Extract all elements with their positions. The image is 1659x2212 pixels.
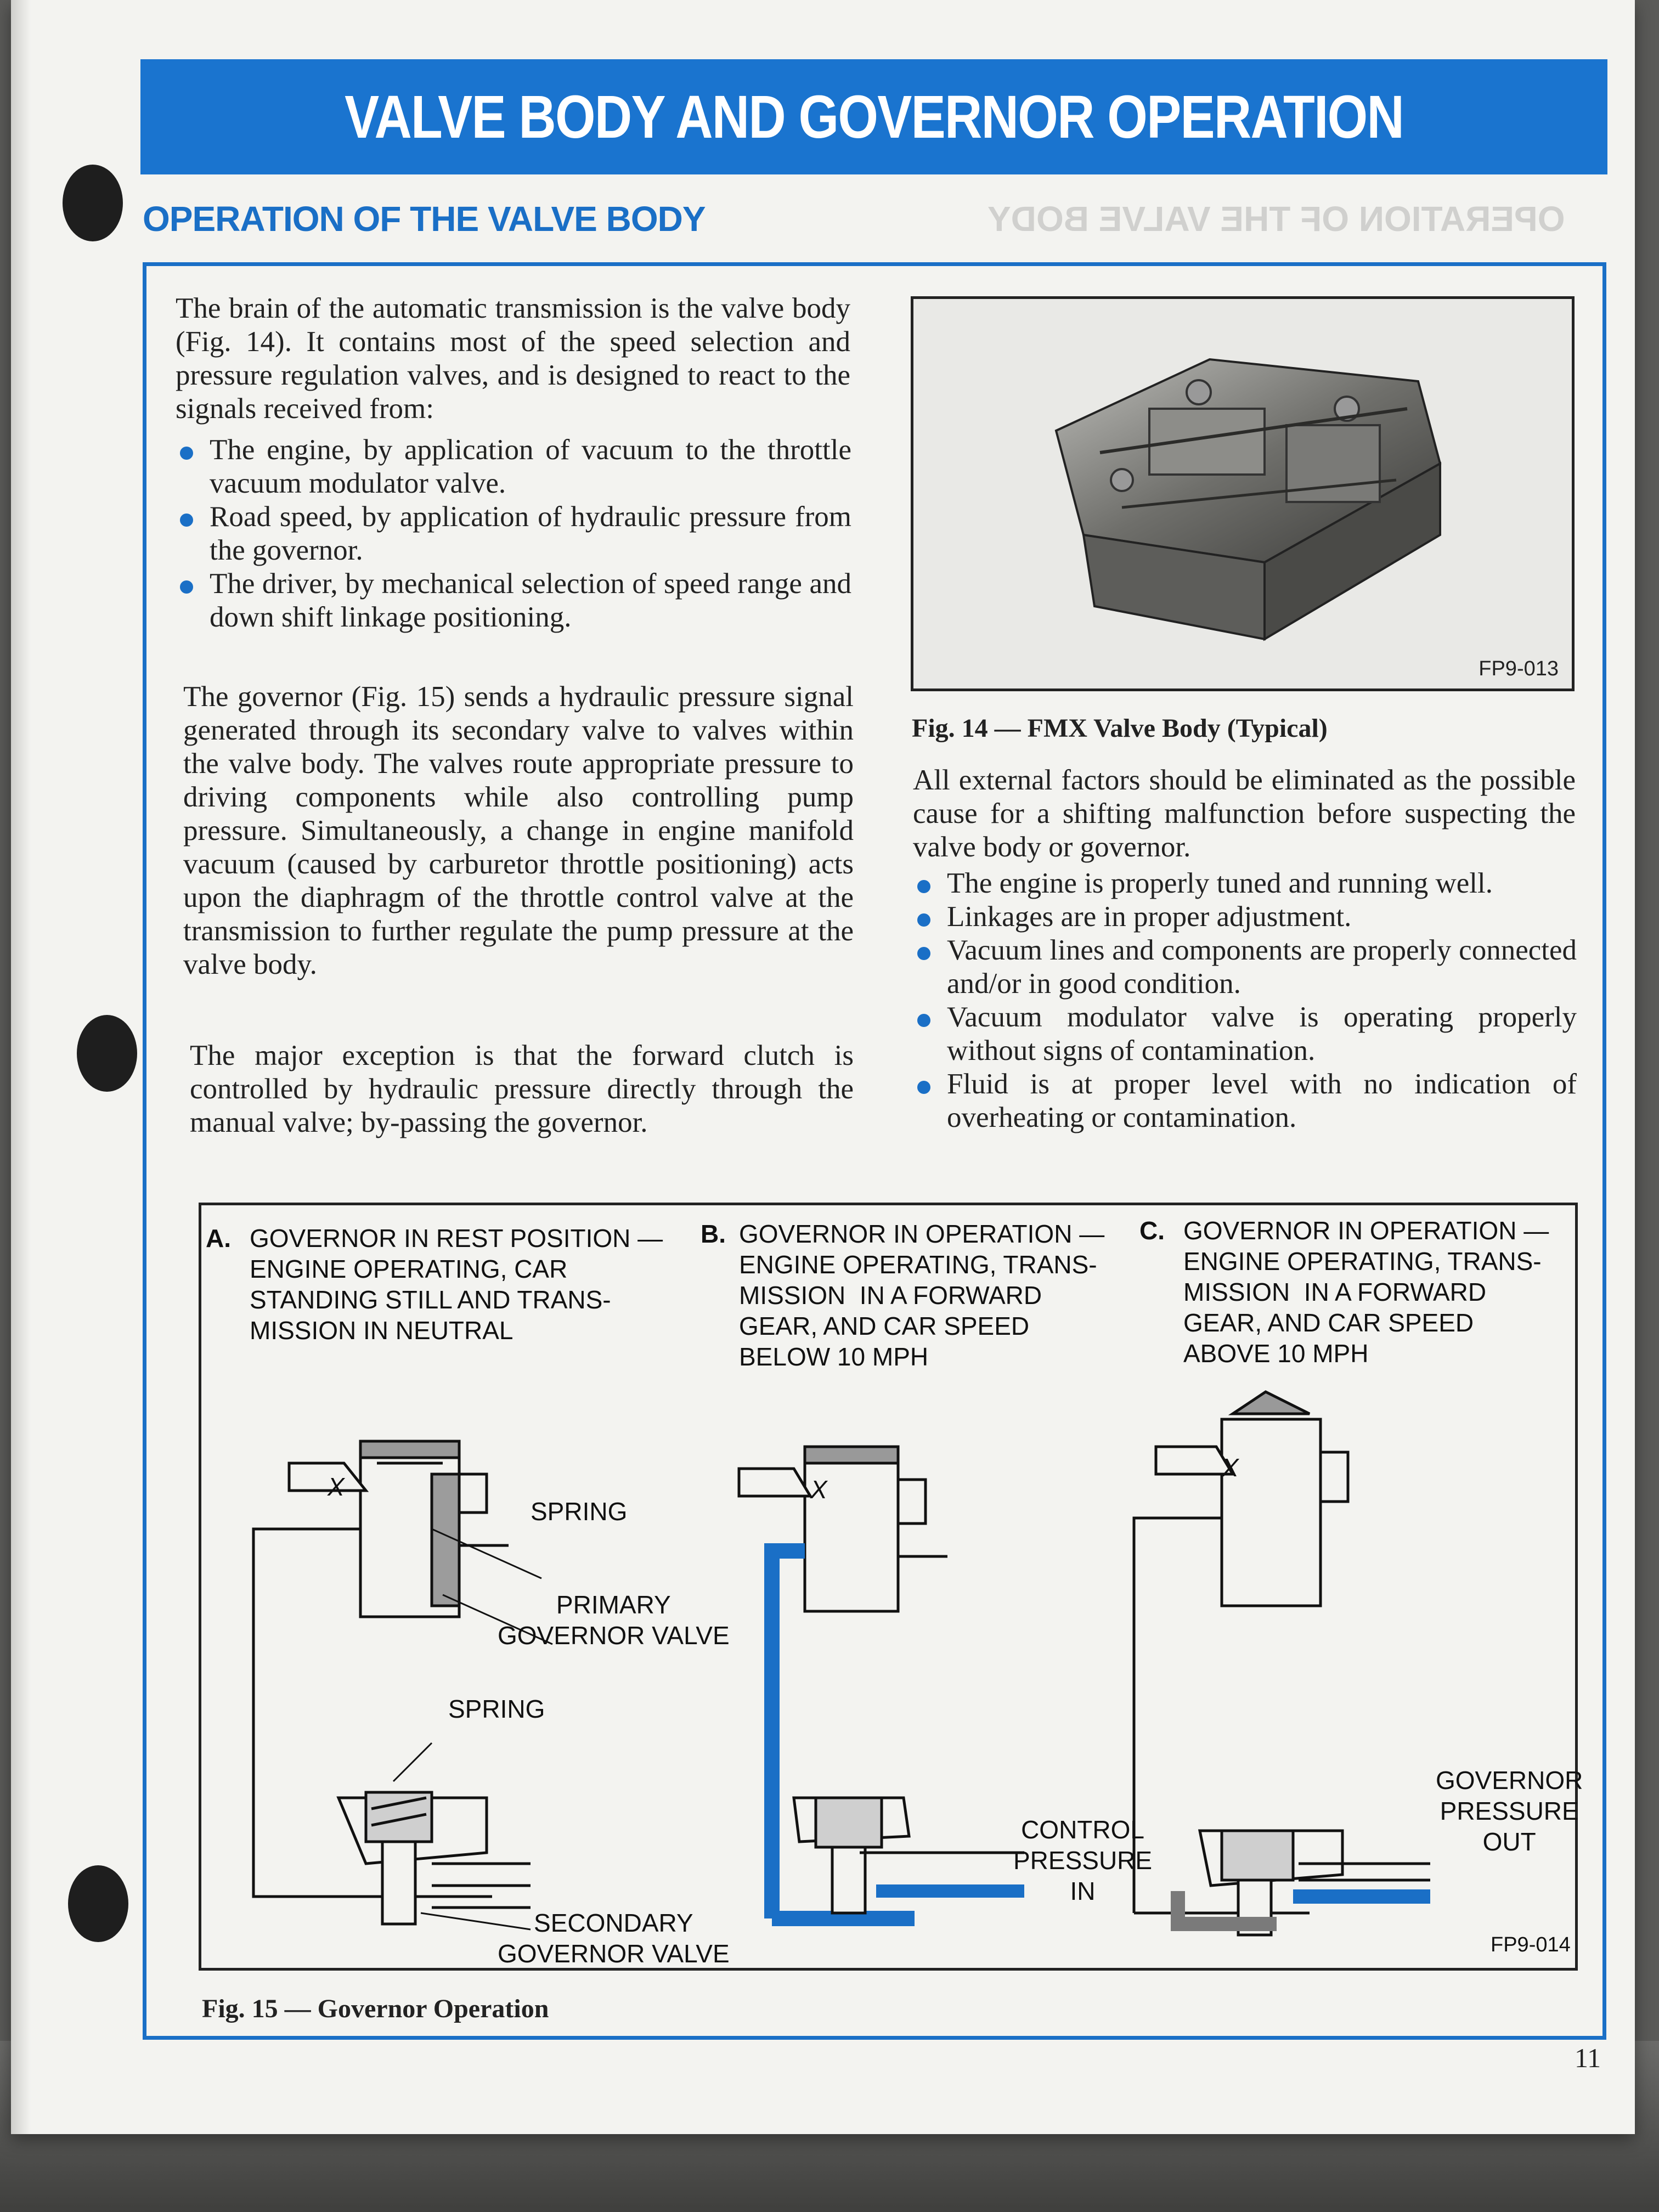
panel-a-title: GOVERNOR IN REST POSITION — ENGINE OPERA… <box>250 1224 663 1345</box>
binder-hole-bottom <box>68 1865 128 1942</box>
list-item: Road speed, by application of hydraulic … <box>176 500 851 567</box>
control-pressure-label: CONTROL PRESSURE IN <box>1013 1815 1153 1905</box>
page-edge <box>11 0 31 2134</box>
bullet-icon <box>180 447 193 460</box>
list-item: The engine is properly tuned and running… <box>913 867 1577 900</box>
panel-c-title: GOVERNOR IN OPERATION — ENGINE OPERATING… <box>1183 1216 1549 1368</box>
primary-valve-label: PRIMARY GOVERNOR VALVE <box>498 1590 730 1650</box>
spring-label-bottom: SPRING <box>448 1695 545 1723</box>
fig15-caption: Fig. 15 — Governor Operation <box>202 1994 549 2023</box>
valve-body-illustration <box>1054 358 1442 641</box>
bullet-icon <box>917 1014 930 1027</box>
bullet-icon <box>917 1081 930 1094</box>
list-item: The engine, by application of vacuum to … <box>176 433 851 500</box>
bullet-icon <box>917 880 930 893</box>
spring-label-top: SPRING <box>531 1497 628 1526</box>
x-mark-a: X <box>328 1472 345 1501</box>
governor-paragraph: The governor (Fig. 15) sends a hydraulic… <box>183 681 854 980</box>
bullet-icon <box>917 947 930 960</box>
list-item: Linkages are in proper adjustment. <box>913 900 1577 934</box>
page-number: 11 <box>1575 2042 1601 2073</box>
content-frame <box>143 262 1606 2040</box>
list-item: The driver, by mechanical selection of s… <box>176 567 851 634</box>
bullet-icon <box>917 913 930 927</box>
governor-diagram: A. GOVERNOR IN REST POSITION — ENGINE OP… <box>199 1203 1583 1971</box>
panel-a-letter: A. <box>206 1224 231 1252</box>
title-banner: VALVE BODY AND GOVERNOR OPERATION <box>140 59 1607 174</box>
bullet-icon <box>180 514 193 527</box>
list-item: Vacuum modulator valve is operating prop… <box>913 1001 1577 1068</box>
list-item: Vacuum lines and components are properly… <box>913 934 1577 1001</box>
intro-paragraph: The brain of the automatic transmission … <box>176 292 850 425</box>
bullet-icon <box>180 580 193 594</box>
section-heading: OPERATION OF THE VALVE BODY <box>143 199 706 239</box>
page-title: VALVE BODY AND GOVERNOR OPERATION <box>344 83 1404 151</box>
photo-code: FP9-013 <box>1479 657 1559 680</box>
bleed-through-heading: OPERATION OF THE VALVE BODY <box>988 199 1565 239</box>
binder-hole-middle <box>77 1015 137 1092</box>
panel-b-letter: B. <box>701 1220 726 1248</box>
factors-list: The engine is properly tuned and running… <box>913 867 1577 1135</box>
x-mark-b: X <box>810 1475 827 1504</box>
panel-b-title: GOVERNOR IN OPERATION — ENGINE OPERATING… <box>739 1220 1105 1371</box>
governor-schematics <box>252 1390 1430 1937</box>
fig14-caption: Fig. 14 — FMX Valve Body (Typical) <box>912 714 1328 743</box>
exception-paragraph: The major exception is that the forward … <box>190 1040 854 1138</box>
x-mark-c: X <box>1222 1453 1239 1482</box>
list-item: Fluid is at proper level with no indicat… <box>913 1068 1577 1135</box>
diagram-code: FP9-014 <box>1491 1933 1571 1956</box>
panel-a-schematic <box>252 1440 553 1931</box>
panel-c-schematic <box>1132 1390 1430 1937</box>
panel-b-schematic <box>737 1445 1024 1926</box>
valve-body-photo: FP9-013 <box>911 296 1575 691</box>
factors-intro: All external factors should be eliminate… <box>913 764 1576 863</box>
binder-hole-top <box>63 165 123 241</box>
governor-pressure-label: GOVERNOR PRESSURE OUT <box>1436 1766 1583 1856</box>
panel-c-letter: C. <box>1139 1216 1165 1245</box>
signal-list: The engine, by application of vacuum to … <box>176 433 851 634</box>
secondary-valve-label: SECONDARY GOVERNOR VALVE <box>498 1909 730 1968</box>
